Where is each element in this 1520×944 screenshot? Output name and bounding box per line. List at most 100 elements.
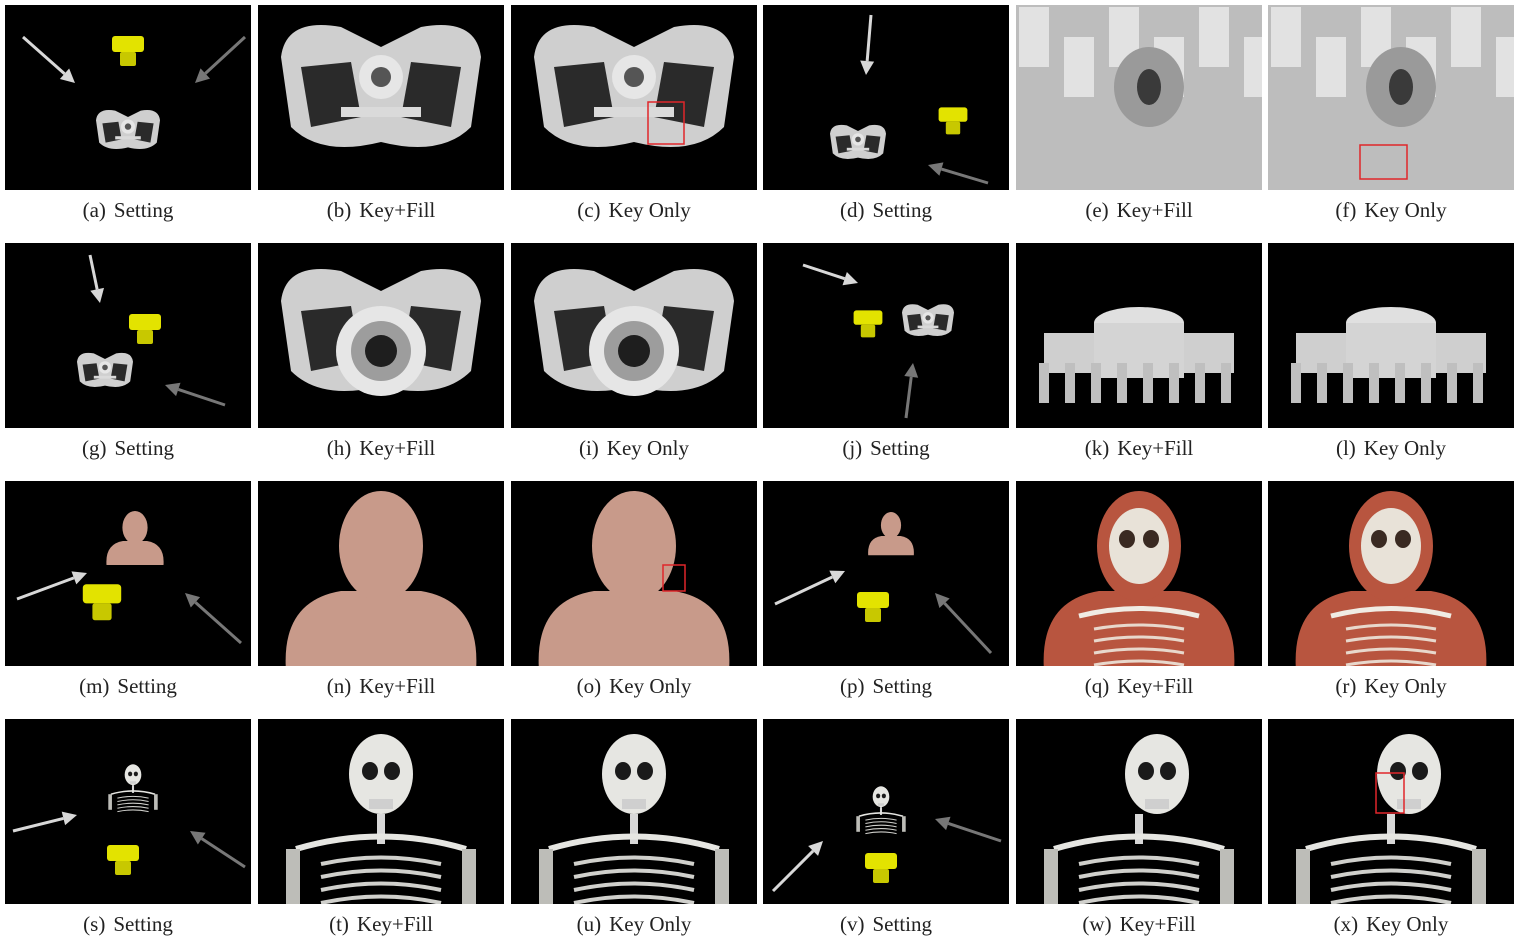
panel-label: Setting: [872, 198, 932, 222]
bust-model: [1295, 491, 1487, 666]
panel-render: [258, 5, 504, 190]
panel-caption: (v)Setting: [763, 912, 1009, 937]
panel-image: [258, 481, 504, 666]
panel-label: Key Only: [1366, 912, 1449, 936]
panel-tag: (q): [1084, 674, 1110, 698]
panel-tag: (m): [79, 674, 110, 698]
panel-caption: (f)Key Only: [1268, 198, 1514, 223]
highlight-box: [662, 564, 686, 592]
panel-tag: (t): [329, 912, 349, 936]
key-light-arrow: [16, 571, 87, 601]
panel-caption: (l)Key Only: [1268, 436, 1514, 461]
panel-image: [511, 5, 757, 190]
skeleton-model: [286, 734, 476, 904]
fill-light-arrow: [904, 363, 919, 419]
key-light-arrow: [88, 254, 104, 303]
panel-image: [1268, 719, 1514, 904]
engine-model: [77, 352, 133, 387]
panel-label: Setting: [113, 912, 173, 936]
light-marker-icon: [112, 36, 144, 66]
panel-caption: (s)Setting: [5, 912, 251, 937]
panel-tag: (d): [839, 198, 865, 222]
panel-image: [5, 481, 251, 666]
panel-caption: (e) Key+Fill: [1016, 198, 1262, 223]
panel-render: [258, 481, 504, 666]
engine-model: [1291, 307, 1486, 403]
panel-caption: (g) Setting: [5, 436, 251, 461]
panel-render: [511, 719, 757, 904]
highlight-box: [1375, 772, 1405, 814]
panel-render: [1268, 5, 1514, 190]
panel-label: Key Only: [609, 912, 692, 936]
panel-label: Setting: [870, 436, 930, 460]
panel-tag: (n): [326, 674, 352, 698]
skeleton-model: [856, 786, 906, 835]
key-light-arrow: [802, 263, 858, 286]
panel-image: [5, 243, 251, 428]
panel-render: [258, 243, 504, 428]
panel-label: Setting: [114, 436, 174, 460]
panel-image: [763, 481, 1009, 666]
panel-label: Key+Fill: [359, 436, 436, 460]
panel-tag: (r): [1335, 674, 1357, 698]
panel-tag: (v): [839, 912, 865, 936]
light-marker-icon: [107, 845, 139, 875]
panel-caption: (m)Setting: [5, 674, 251, 699]
panel-tag: (u): [576, 912, 602, 936]
panel-caption: (k)Key+Fill: [1016, 436, 1262, 461]
panel-label: Setting: [872, 674, 932, 698]
panel-tag: (f): [1335, 198, 1357, 222]
panel-label: Key Only: [1363, 436, 1447, 460]
bust-model: [1043, 491, 1235, 666]
panel-label: Key+Fill: [356, 912, 433, 936]
panel-label: Key Only: [608, 198, 691, 222]
panel-label: Setting: [113, 198, 174, 222]
panel-render: [763, 5, 1009, 190]
panel-caption: (d) Setting: [763, 198, 1009, 223]
panel-render: [5, 5, 251, 190]
panel-render: [5, 243, 251, 428]
fill-light-arrow: [185, 593, 242, 645]
panel-caption: (r) Key Only: [1268, 674, 1514, 699]
panel-image: [1016, 243, 1262, 428]
panel-label: Key Only: [606, 436, 690, 460]
panel-image: [1268, 5, 1514, 190]
panel-render: [1016, 5, 1262, 190]
engine-model: [1039, 307, 1234, 403]
panel-render: [1016, 719, 1262, 904]
panel-label: Key+Fill: [359, 198, 436, 222]
panel-image: [1016, 5, 1262, 190]
panel-image: [763, 719, 1009, 904]
panel-tag: (a): [82, 198, 106, 222]
panel-tag: (e): [1085, 198, 1109, 222]
panel-label: Key+Fill: [1117, 674, 1194, 698]
panel-image: [1268, 481, 1514, 666]
panel-tag: (b): [326, 198, 352, 222]
panel-image: [511, 719, 757, 904]
panel-image: [258, 719, 504, 904]
engine-model: [1268, 5, 1514, 190]
panel-tag: (i): [578, 436, 599, 460]
panel-label: Key Only: [1364, 674, 1447, 698]
panel-image: [258, 5, 504, 190]
engine-model: [281, 269, 481, 396]
panel-render: [258, 719, 504, 904]
panel-tag: (g): [81, 436, 107, 460]
light-marker-icon: [129, 314, 161, 344]
panel-image: [511, 481, 757, 666]
engine-model: [96, 109, 160, 149]
key-light-arrow: [860, 14, 875, 75]
panel-label: Key+Fill: [359, 674, 436, 698]
fill-light-arrow: [195, 35, 247, 83]
engine-model: [830, 124, 886, 159]
panel-caption: (o)Key Only: [511, 674, 757, 699]
panel-caption: (i) Key Only: [511, 436, 757, 461]
panel-tag: (o): [576, 674, 602, 698]
panel-caption: (n) Key+Fill: [258, 674, 504, 699]
panel-label: Key+Fill: [1116, 198, 1193, 222]
panel-caption: (t) Key+Fill: [258, 912, 504, 937]
panel-caption: (b) Key+Fill: [258, 198, 504, 223]
light-marker-icon: [82, 584, 122, 621]
panel-render: [763, 481, 1009, 666]
